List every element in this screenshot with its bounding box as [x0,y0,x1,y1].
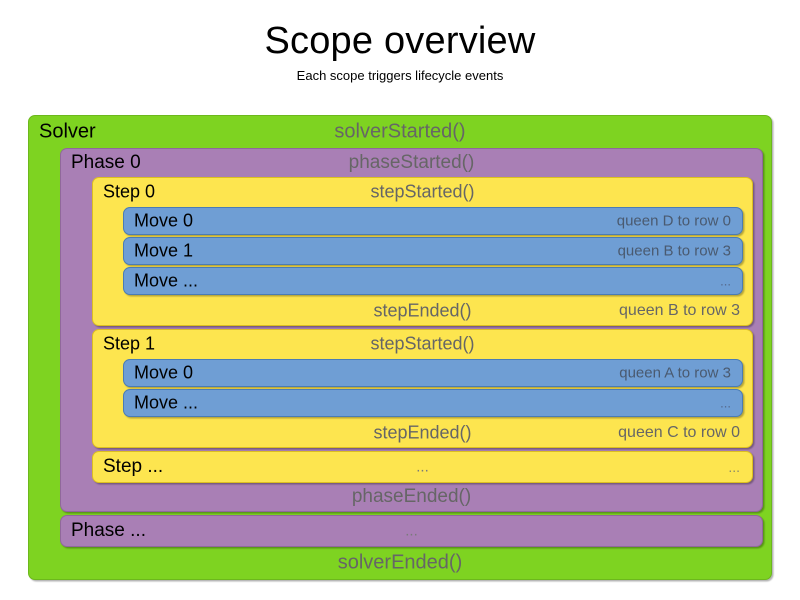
step-ended-event: stepEnded() [373,422,472,443]
step-collapsed-row: Step ... ... ... [93,452,752,482]
step-header: Step 1 stepStarted() [93,330,752,358]
move-row[interactable]: Move 1 queen B to row 3 [123,237,743,265]
phase-collapsed-label: Phase ... [71,520,146,541]
move-label: Move 0 [134,210,194,231]
step-collapsed-right-ellipsis: ... [728,459,740,475]
step-started-event: stepStarted() [370,181,475,202]
solver-footer: solverEnded() [29,547,771,579]
step-scope-collapsed[interactable]: Step ... ... ... [92,451,753,483]
solver-started-event: solverStarted() [334,120,466,143]
phase-collapsed-center-ellipsis: ... [405,522,418,540]
move-label: Move 0 [134,362,194,383]
phase-body: Step 0 stepStarted() Move 0 queen D to r… [61,177,762,483]
move-row[interactable]: Move 0 queen D to row 0 [123,207,743,235]
step-footer: stepEnded() queen B to row 3 [93,297,752,325]
phase-collapsed-row: Phase ... ... [61,516,762,546]
step-collapsed-center-ellipsis: ... [416,458,429,476]
move-label: Move ... [134,392,199,413]
step-header: Step 0 stepStarted() [93,178,752,206]
move-row-collapsed[interactable]: Move ... ... [123,389,743,417]
phase-scope[interactable]: Phase 0 phaseStarted() Step 0 stepStarte… [60,148,763,512]
phase-footer: phaseEnded() [61,483,762,511]
phase-label: Phase 0 [71,152,141,173]
move-list: Move 0 queen D to row 0 Move 1 queen B t… [93,206,752,295]
move-detail: queen A to row 3 [619,364,731,382]
step-footer: stepEnded() queen C to row 0 [93,419,752,447]
move-detail: queen B to row 3 [617,242,731,260]
solver-ended-event: solverEnded() [337,551,463,574]
page-subtitle: Each scope triggers lifecycle events [296,67,504,83]
move-row-collapsed[interactable]: Move ... ... [123,267,743,295]
step-started-event: stepStarted() [370,333,475,354]
solver-body: Phase 0 phaseStarted() Step 0 stepStarte… [29,148,771,547]
phase-scope-collapsed[interactable]: Phase ... ... [60,515,763,547]
step-scope[interactable]: Step 0 stepStarted() Move 0 queen D to r… [92,177,753,326]
step-label: Step 0 [103,181,156,202]
phase-ended-event: phaseEnded() [351,486,472,507]
move-list: Move 0 queen A to row 3 Move ... ... [93,358,752,417]
step-ended-detail: queen B to row 3 [619,302,740,319]
phase-started-event: phaseStarted() [348,152,475,173]
move-row[interactable]: Move 0 queen A to row 3 [123,359,743,387]
step-label: Step 1 [103,333,156,354]
solver-header: Solver solverStarted() [29,116,771,148]
move-detail-ellipsis: ... [720,395,731,411]
step-scope[interactable]: Step 1 stepStarted() Move 0 queen A to r… [92,329,753,448]
solver-label: Solver [39,120,96,143]
page-title: Scope overview [264,20,536,62]
step-ended-detail: queen C to row 0 [618,424,740,441]
step-collapsed-label: Step ... [103,456,164,477]
step-ended-event: stepEnded() [373,300,472,321]
move-label: Move ... [134,270,199,291]
solver-scope[interactable]: Solver solverStarted() Phase 0 phaseStar… [28,115,772,580]
move-detail: queen D to row 0 [616,212,731,230]
move-detail-ellipsis: ... [720,273,731,289]
title-block: Scope overview Each scope triggers lifec… [0,0,800,83]
phase-header: Phase 0 phaseStarted() [61,149,762,177]
move-label: Move 1 [134,240,194,261]
